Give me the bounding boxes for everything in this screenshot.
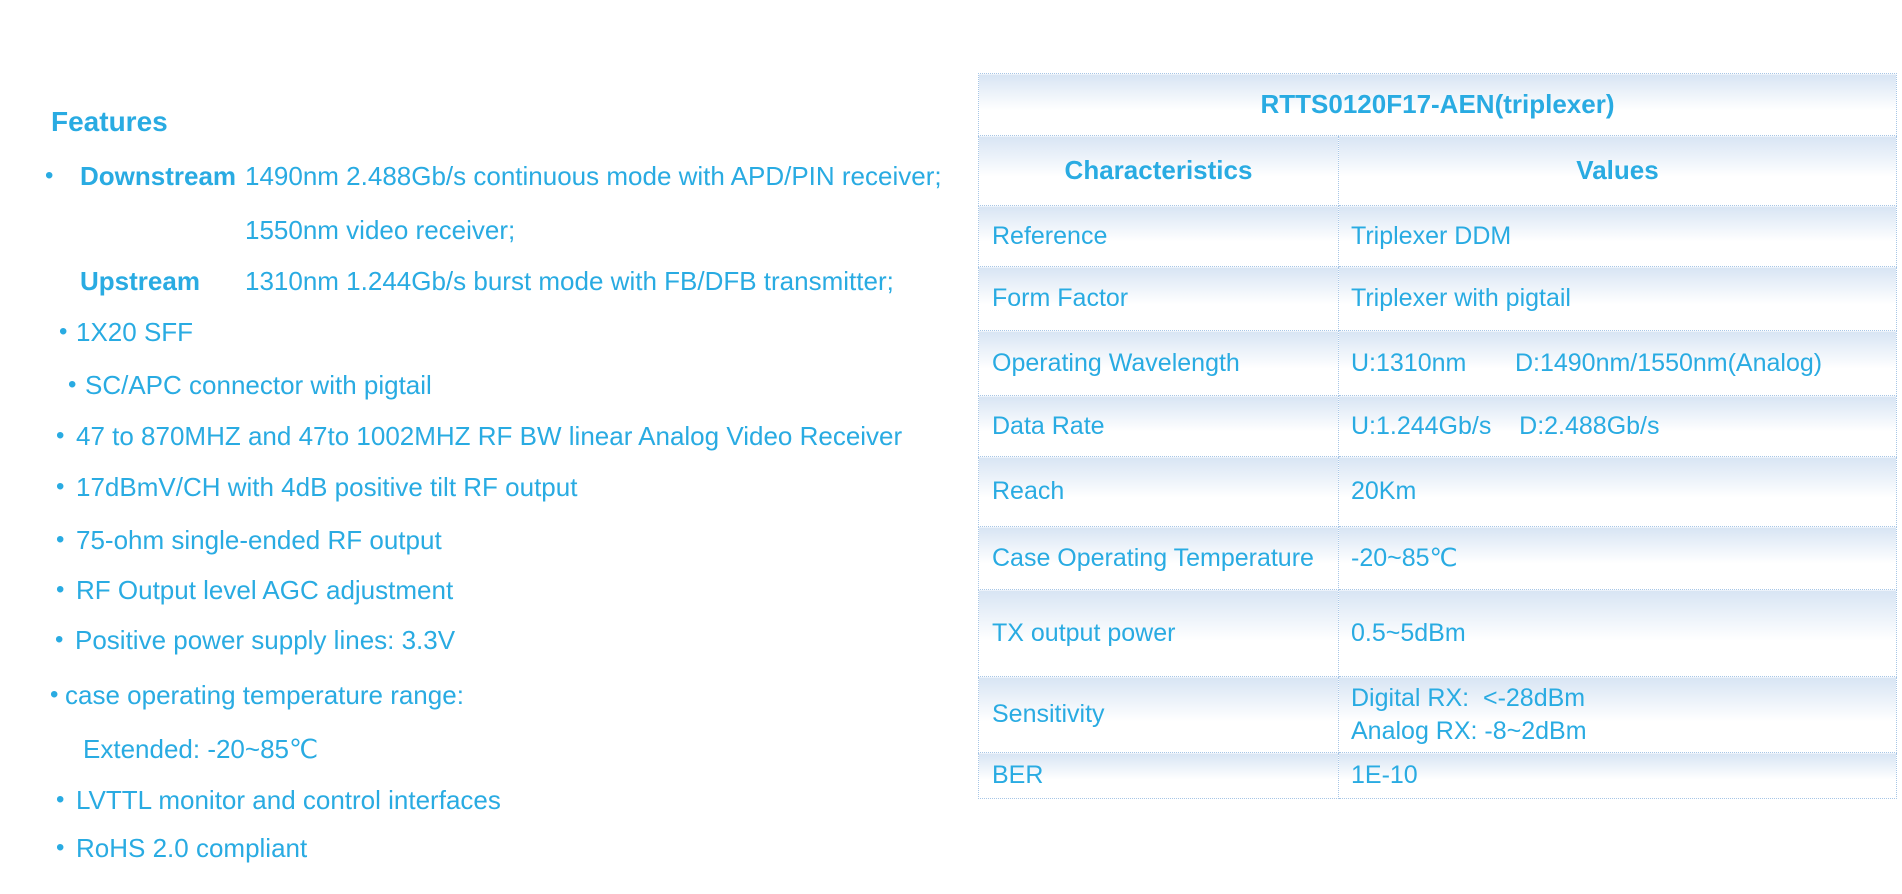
spec-row-tx-output-power: TX output power 0.5~5dBm xyxy=(978,589,1897,677)
spec-row-reach: Reach 20Km xyxy=(978,456,1897,527)
value-cell: 1E-10 xyxy=(1338,752,1897,799)
feature-text: 1X20 SFF xyxy=(76,317,194,347)
feature-item-downstream: • Downstream 1490nm 2.488Gb/s continuous… xyxy=(0,159,960,193)
bullet-icon: • xyxy=(45,162,54,189)
characteristic-cell: Sensitivity xyxy=(978,676,1339,753)
bullet-icon: • xyxy=(50,681,59,708)
spec-table: RTTS0120F17-AEN(triplexer) Characteristi… xyxy=(978,73,1897,799)
feature-item-downstream-cont: 1550nm video receiver; xyxy=(0,213,960,247)
feature-text: LVTTL monitor and control interfaces xyxy=(76,785,501,815)
feature-label: Upstream xyxy=(80,266,200,296)
feature-item: • LVTTL monitor and control interfaces xyxy=(0,783,960,817)
feature-item: • 47 to 870MHZ and 47to 1002MHZ RF BW li… xyxy=(0,419,960,453)
feature-text: Positive power supply lines: 3.3V xyxy=(75,625,456,655)
feature-text: 1310nm 1.244Gb/s burst mode with FB/DFB … xyxy=(245,266,894,296)
feature-text: 17dBmV/CH with 4dB positive tilt RF outp… xyxy=(76,472,578,502)
bullet-icon: • xyxy=(68,371,77,398)
spec-row-operating-wavelength: Operating Wavelength U:1310nm D:1490nm/1… xyxy=(978,330,1897,396)
feature-item-extended: Extended: -20~85℃ xyxy=(0,732,960,766)
feature-item: • RF Output level AGC adjustment xyxy=(0,573,960,607)
feature-item: • 1X20 SFF xyxy=(0,315,960,349)
spec-row-form-factor: Form Factor Triplexer with pigtail xyxy=(978,266,1897,331)
value-cell: U:1.244Gb/s D:2.488Gb/s xyxy=(1338,395,1897,457)
feature-text: RoHS 2.0 compliant xyxy=(76,833,308,863)
spec-row-case-operating-temperature: Case Operating Temperature -20~85℃ xyxy=(978,526,1897,590)
feature-text: 47 to 870MHZ and 47to 1002MHZ RF BW line… xyxy=(76,421,903,451)
value-cell: 0.5~5dBm xyxy=(1338,589,1897,677)
value-cell: 20Km xyxy=(1338,456,1897,527)
characteristic-cell: Form Factor xyxy=(978,266,1339,331)
bullet-icon: • xyxy=(56,422,65,449)
feature-text: 1550nm video receiver; xyxy=(245,215,516,245)
feature-text: Extended: -20~85℃ xyxy=(83,734,319,764)
feature-item: • case operating temperature range: xyxy=(0,678,960,712)
characteristic-cell: TX output power xyxy=(978,589,1339,677)
feature-text: RF Output level AGC adjustment xyxy=(76,575,454,605)
column-header-values: Values xyxy=(1338,135,1897,206)
bullet-icon: • xyxy=(56,834,65,861)
bullet-icon: • xyxy=(56,473,65,500)
spec-row-ber: BER 1E-10 xyxy=(978,752,1897,799)
value-cell: Digital RX: <-28dBm Analog RX: -8~2dBm xyxy=(1338,676,1897,753)
feature-item-upstream: Upstream 1310nm 1.244Gb/s burst mode wit… xyxy=(0,264,960,298)
feature-item: • RoHS 2.0 compliant xyxy=(0,831,960,865)
feature-item: • SC/APC connector with pigtail xyxy=(0,368,960,402)
feature-item: • 75-ohm single-ended RF output xyxy=(0,523,960,557)
spec-table-header-row: Characteristics Values xyxy=(978,135,1897,206)
feature-text: 1490nm 2.488Gb/s continuous mode with AP… xyxy=(245,161,942,191)
characteristic-cell: Reach xyxy=(978,456,1339,527)
characteristic-cell: Reference xyxy=(978,205,1339,267)
value-cell: -20~85℃ xyxy=(1338,526,1897,590)
spec-row-data-rate: Data Rate U:1.244Gb/s D:2.488Gb/s xyxy=(978,395,1897,457)
feature-text: case operating temperature range: xyxy=(65,680,464,710)
characteristic-cell: Case Operating Temperature xyxy=(978,526,1339,590)
spec-row-sensitivity: Sensitivity Digital RX: <-28dBm Analog R… xyxy=(978,676,1897,753)
characteristic-cell: Data Rate xyxy=(978,395,1339,457)
feature-text: SC/APC connector with pigtail xyxy=(85,370,432,400)
bullet-icon: • xyxy=(55,626,64,653)
bullet-icon: • xyxy=(56,526,65,553)
spec-table-title-row: RTTS0120F17-AEN(triplexer) xyxy=(978,73,1897,136)
spec-row-reference: Reference Triplexer DDM xyxy=(978,205,1897,267)
characteristic-cell: Operating Wavelength xyxy=(978,330,1339,396)
bullet-icon: • xyxy=(56,786,65,813)
features-title: Features xyxy=(51,106,168,137)
value-cell: Triplexer DDM xyxy=(1338,205,1897,267)
feature-label: Downstream xyxy=(80,161,237,191)
feature-item: • Positive power supply lines: 3.3V xyxy=(0,623,960,657)
bullet-icon: • xyxy=(56,576,65,603)
feature-item: • 17dBmV/CH with 4dB positive tilt RF ou… xyxy=(0,470,960,504)
spec-table-title: RTTS0120F17-AEN(triplexer) xyxy=(978,73,1897,136)
bullet-icon: • xyxy=(59,318,68,345)
characteristic-cell: BER xyxy=(978,752,1339,799)
value-cell: Triplexer with pigtail xyxy=(1338,266,1897,331)
feature-text: 75-ohm single-ended RF output xyxy=(76,525,442,555)
value-cell: U:1310nm D:1490nm/1550nm(Analog) xyxy=(1338,330,1897,396)
features-section: Features • Downstream 1490nm 2.488Gb/s c… xyxy=(0,106,960,865)
column-header-characteristics: Characteristics xyxy=(978,135,1339,206)
